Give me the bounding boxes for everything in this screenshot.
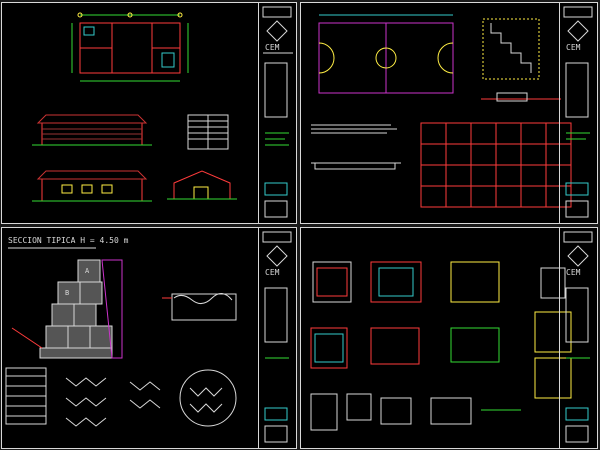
titleblock-logo: CEM (265, 43, 280, 52)
title-block-1: CEM (258, 3, 296, 223)
title-block-2: CEM (559, 3, 597, 223)
title-block-drawing (262, 231, 292, 443)
sports-court-drawing (311, 14, 572, 208)
titleblock-logo: CEM (566, 268, 581, 277)
section-title: SECCION TIPICA H = 4.50 m (8, 236, 129, 245)
tank-details-drawing (310, 261, 572, 431)
drawing-sheet-3[interactable]: SECCION TIPICA H = 4.50 m A (1, 227, 297, 449)
drawing-sheet-1[interactable]: CEM (1, 2, 297, 224)
titleblock-logo: CEM (566, 43, 581, 52)
title-block-drawing (563, 6, 593, 218)
floor-plan-drawing (32, 12, 237, 202)
drawing-sheet-2[interactable]: CEM (300, 2, 598, 224)
title-block-drawing (563, 231, 593, 443)
gabion-label-b: B (65, 289, 70, 297)
title-block-4: CEM (559, 228, 597, 448)
titleblock-logo: CEM (265, 268, 280, 277)
gabion-section-drawing (5, 247, 237, 427)
drawing-sheet-4[interactable]: CEM (300, 227, 598, 449)
gabion-label-a: A (85, 267, 90, 275)
title-block-drawing (262, 6, 293, 218)
title-block-3: CEM (258, 228, 296, 448)
